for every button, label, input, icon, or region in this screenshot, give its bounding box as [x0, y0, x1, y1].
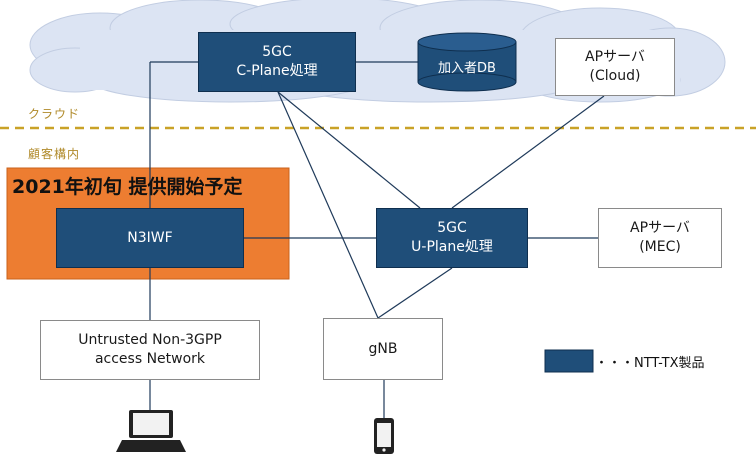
untrusted-line1: Untrusted Non-3GPP [78, 332, 222, 349]
untrusted-line2: access Network [94, 351, 206, 367]
legend-label: ・・・NTT-TX製品 [595, 356, 705, 371]
ap-mec-line2: (MEC) [639, 239, 681, 255]
n3iwf-label: N3IWF [127, 229, 173, 246]
connection-lines [149, 61, 605, 320]
u-plane-node[interactable]: 5GC U-Plane処理 [376, 208, 528, 268]
u-plane-line2: U-Plane処理 [411, 239, 493, 255]
c-plane-line2: C-Plane処理 [236, 63, 318, 79]
n3iwf-node[interactable]: N3IWF [56, 208, 244, 268]
customer-zone-label: 顧客構内 [28, 147, 81, 161]
u-plane-line1: 5GC [437, 220, 467, 237]
untrusted-network-node[interactable]: Untrusted Non-3GPP access Network [40, 320, 260, 380]
gnb-label: gNB [368, 340, 398, 357]
subscriber-db-cylinder [417, 32, 517, 92]
gnb-node[interactable]: gNB [323, 318, 443, 380]
ap-cloud-line1: APサーバ [585, 49, 645, 66]
c-plane-node[interactable]: 5GC C-Plane処理 [198, 32, 356, 92]
smartphone-icon [374, 380, 394, 454]
c-plane-line1: 5GC [262, 44, 292, 61]
ap-cloud-node[interactable]: APサーバ (Cloud) [555, 38, 675, 96]
ap-cloud-line2: (Cloud) [589, 68, 641, 84]
cloud-zone-label: クラウド [28, 107, 81, 121]
legend-swatch [544, 349, 594, 373]
ap-mec-node[interactable]: APサーバ (MEC) [598, 208, 722, 268]
laptop-icon [116, 380, 186, 452]
ap-mec-line1: APサーバ [630, 220, 690, 237]
banner-title: 2021年初旬 提供開始予定 [12, 176, 243, 198]
subscriber-db-label: 加入者DB [438, 61, 496, 76]
